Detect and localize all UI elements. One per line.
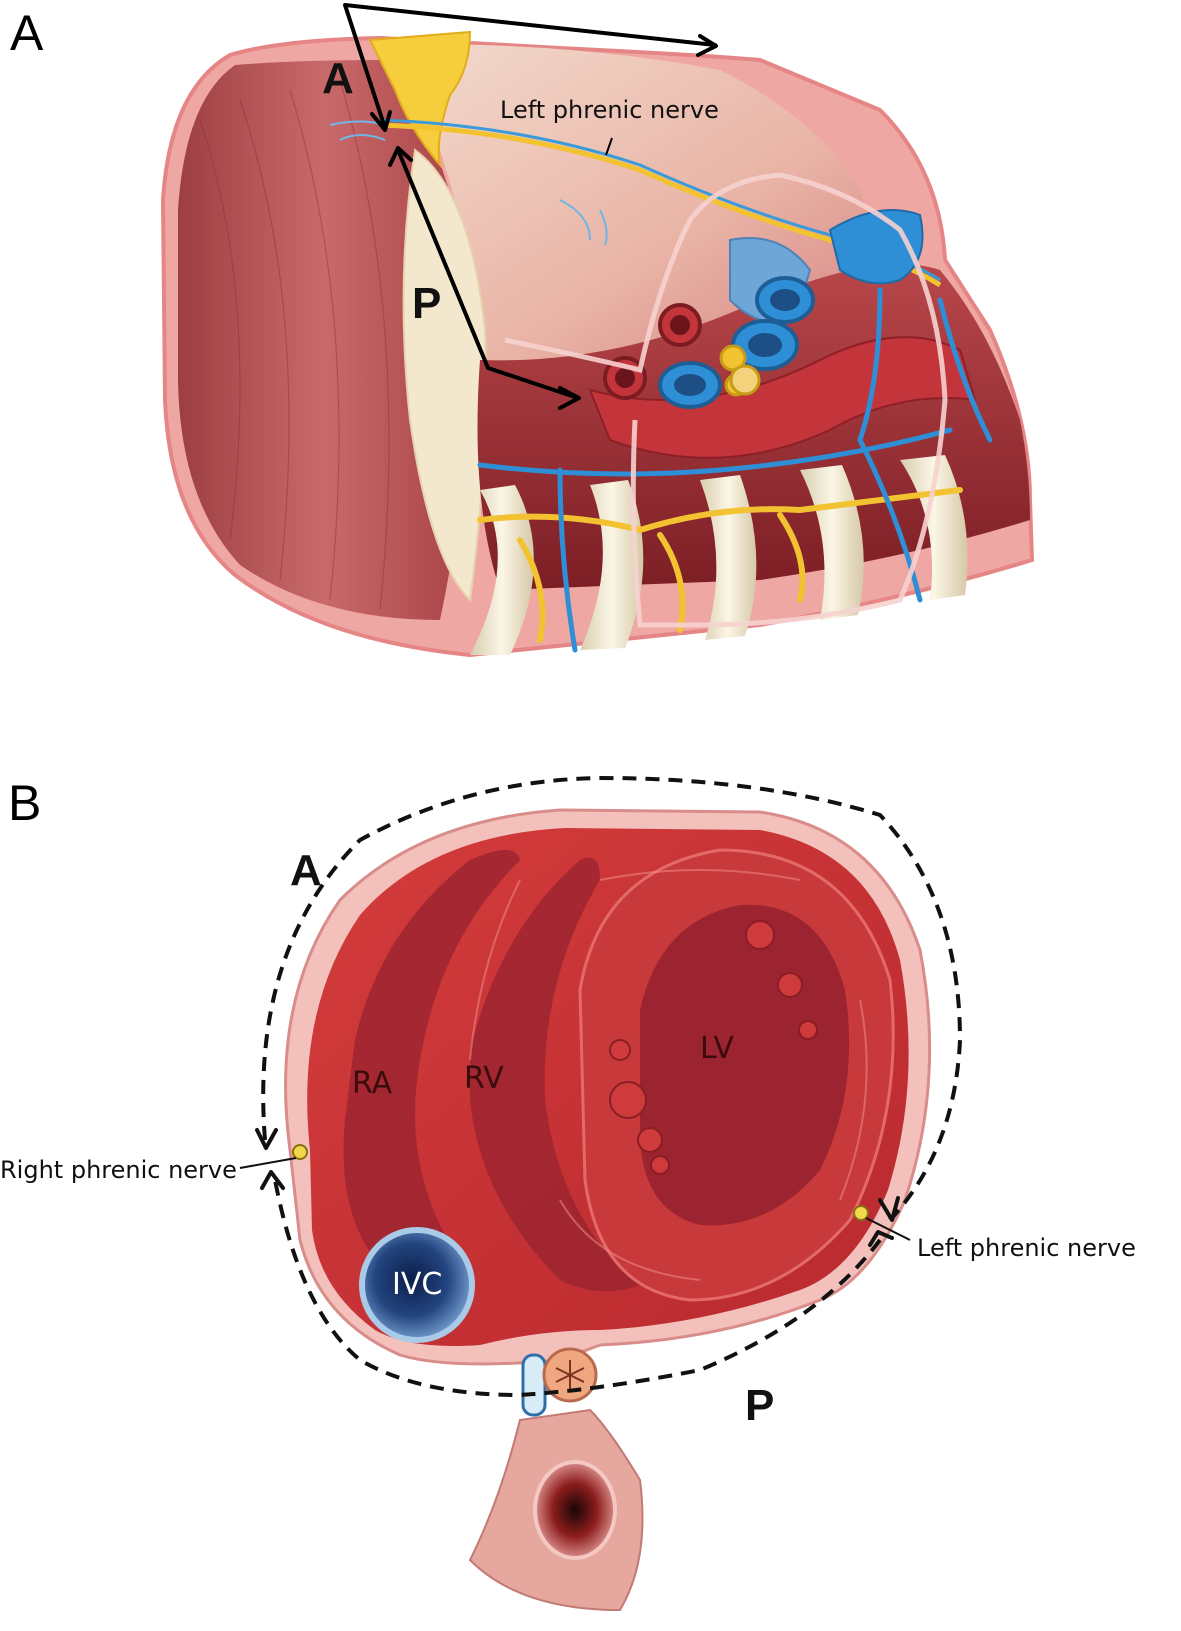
anterior-incision-arrow <box>343 3 718 132</box>
panel-b-illustration: B A P Right phrenic nerve Left phrenic n… <box>0 775 1136 1612</box>
nerve-label-leader <box>605 137 613 156</box>
ivc-vessel <box>359 1227 475 1343</box>
posterior-incision-arrow <box>388 146 581 410</box>
label-ra: RA <box>352 1066 393 1101</box>
right-atrium-cavity <box>343 850 520 1283</box>
intercostal-veins <box>477 287 993 653</box>
dashed-incision-path <box>261 775 963 1398</box>
left-phrenic-nerve <box>853 1205 869 1221</box>
right-nerve-leader <box>239 1157 297 1169</box>
right-ventricle-cavity <box>470 857 640 1292</box>
left-nerve-leader <box>865 1217 911 1241</box>
label-ivc: IVC <box>392 1267 442 1302</box>
label-posterior-b: P <box>745 1381 774 1430</box>
dashed-path-arrowheads <box>255 1128 900 1247</box>
right-phrenic-nerve-label: Right phrenic nerve <box>0 1156 237 1184</box>
label-lv: LV <box>700 1031 734 1066</box>
label-anterior-b: A <box>290 846 322 895</box>
label-posterior: P <box>412 279 441 328</box>
azygos-vein <box>521 1353 547 1417</box>
panel-b: B A P Right phrenic nerve Left phrenic n… <box>0 770 1181 1631</box>
small-vessel-branches <box>329 120 608 246</box>
label-anterior: A <box>322 54 354 103</box>
panel-b-label: B <box>8 775 41 831</box>
descending-aorta <box>533 1460 617 1560</box>
hilum-vessels <box>603 276 815 409</box>
pericardial-window <box>402 148 487 603</box>
left-phrenic-nerve-label: Left phrenic nerve <box>500 96 719 124</box>
pericardial-cut-outline <box>504 172 948 628</box>
panel-a-illustration: A A P Left phrenic nerve <box>10 3 1035 658</box>
panel-a: A A P Left phrenic nerve <box>0 0 1181 700</box>
left-phrenic-nerve-label-b: Left phrenic nerve <box>917 1234 1136 1262</box>
panel-a-label: A <box>10 5 44 61</box>
papillary-muscles <box>609 920 818 1175</box>
heart-fibres <box>199 79 390 611</box>
right-phrenic-nerve <box>292 1144 308 1160</box>
esophagus-folds <box>555 1360 585 1390</box>
label-rv: RV <box>464 1061 504 1096</box>
heart-surface <box>178 60 470 620</box>
muscle-streaks <box>469 869 868 1281</box>
